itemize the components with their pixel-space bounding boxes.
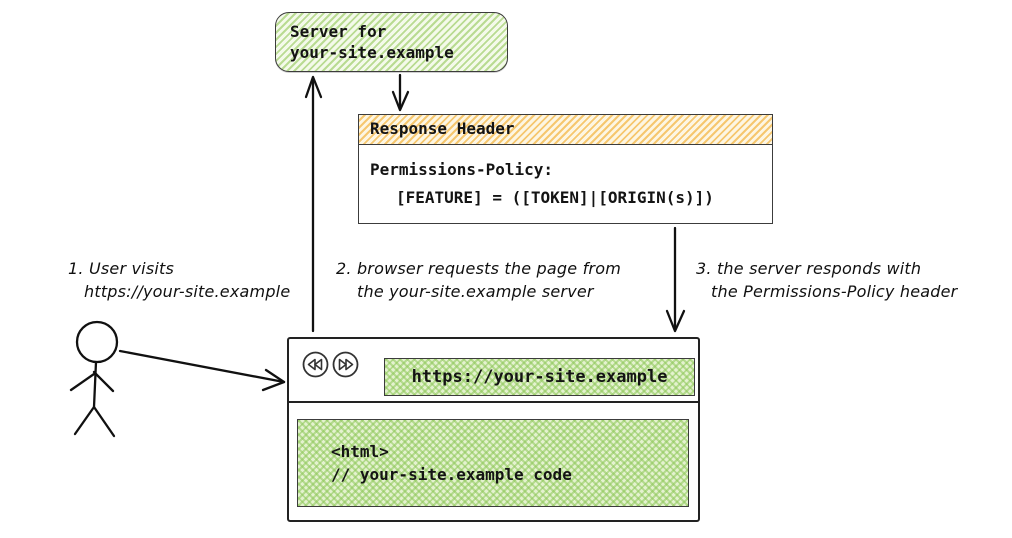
back-button[interactable] (302, 351, 329, 378)
step-3-line2: the Permissions-Policy header (711, 282, 958, 301)
step-2-line2: the your-site.example server (357, 282, 594, 301)
stick-figure-user (69, 320, 119, 438)
step-1-label: 1. User visits https://your-site.example (68, 257, 290, 303)
step-1-line1: 1. User visits (68, 259, 175, 278)
arrow-response-header-to-browser (665, 226, 686, 333)
arrow-browser-to-server (304, 75, 323, 333)
person-head (75, 320, 119, 364)
server-label-line1: Server for (290, 22, 387, 41)
response-header-title: Response Header (359, 115, 772, 145)
page-content-box: <html> // your-site.example code (297, 419, 689, 507)
fast-forward-icon (332, 351, 359, 378)
arrow-user-to-browser (118, 349, 286, 392)
response-header-body: Permissions-Policy: [FEATURE] = ([TOKEN]… (359, 145, 772, 212)
person-legs (73, 405, 116, 438)
forward-button[interactable] (332, 351, 359, 378)
content-line2: // your-site.example code (331, 465, 572, 484)
content-line1: <html> (331, 442, 389, 461)
response-header-box: Response Header Permissions-Policy: [FEA… (358, 114, 773, 224)
arrow-server-to-response-header (391, 73, 410, 112)
server-box: Server for your-site.example (275, 12, 508, 72)
step-1-line2: https://your-site.example (84, 282, 291, 301)
step-2-line1: 2. browser requests the page from (336, 259, 621, 278)
server-label-line2: your-site.example (290, 43, 454, 62)
permissions-policy-line: Permissions-Policy: (370, 160, 554, 179)
step-3-label: 3. the server responds with the Permissi… (696, 257, 957, 303)
step-2-label: 2. browser requests the page from the yo… (336, 257, 621, 303)
url-bar[interactable]: https://your-site.example (384, 358, 695, 396)
permissions-policy-syntax: [FEATURE] = ([TOKEN]|[ORIGIN(s)]) (396, 188, 714, 207)
person-body (92, 360, 98, 409)
browser-toolbar: https://your-site.example (289, 339, 698, 403)
step-3-line1: 3. the server responds with (696, 259, 922, 278)
person-arms (69, 370, 115, 393)
url-text: https://your-site.example (411, 367, 668, 387)
rewind-icon (302, 351, 329, 378)
browser-window: https://your-site.example <html> // your… (287, 337, 700, 522)
